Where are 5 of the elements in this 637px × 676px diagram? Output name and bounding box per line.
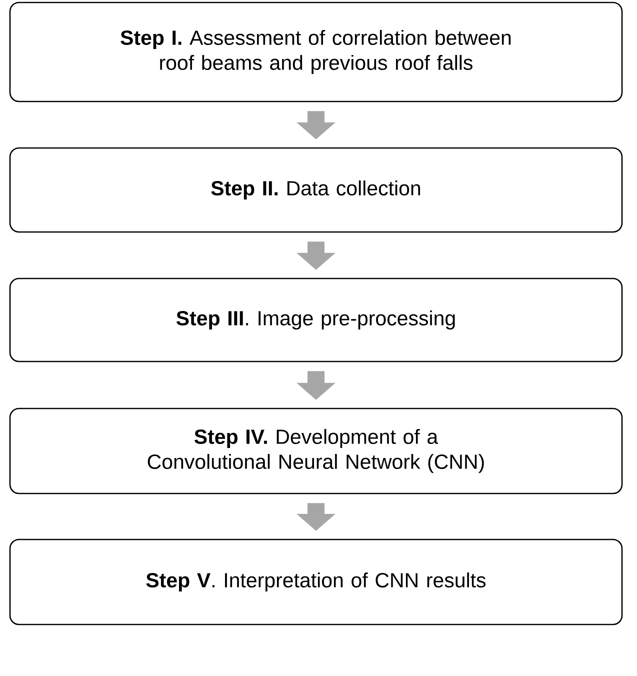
- step-box: Step III. Image pre-processing: [9, 278, 623, 362]
- step-box: Step I. Assessment of correlation between roof beams and previous roof falls: [9, 2, 623, 102]
- step-box: Step II. Data collection: [9, 147, 623, 233]
- step-box: Step V. Interpretation of CNN results: [9, 538, 623, 626]
- step-box: Step IV. Development of a Convolutional Neural Network (CNN): [9, 408, 623, 494]
